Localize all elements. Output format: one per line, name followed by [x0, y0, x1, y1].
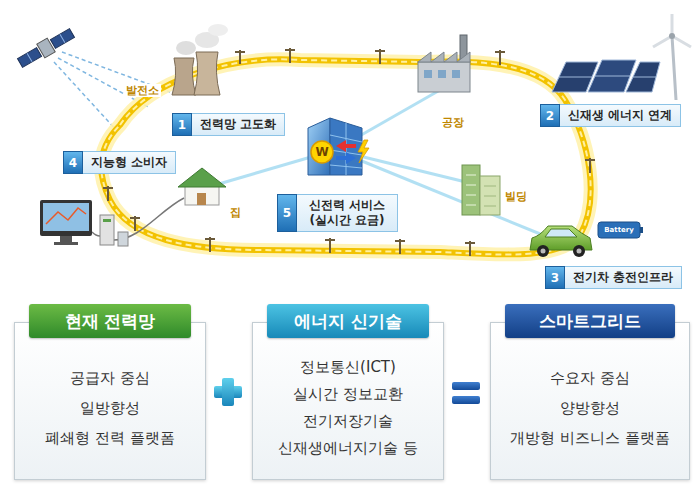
place-label: 발전소	[124, 84, 161, 97]
header-band: 스마트그리드	[505, 304, 675, 338]
comparison-panel: 현재 전력망공급자 중심일방향성폐쇄형 전력 플랫폼	[14, 322, 206, 480]
panel-heading: 에너지 신기술	[294, 310, 402, 333]
callout-label: 신재생 에너지 연계	[560, 104, 681, 127]
solar-panels	[552, 60, 660, 92]
callout-label: 전력망 고도화	[192, 113, 285, 136]
ring-posts	[103, 48, 595, 256]
satellite	[16, 26, 170, 132]
panel-item: 수요자 중심	[550, 363, 630, 393]
callout-label: 지능형 소비자	[83, 151, 176, 174]
panel-item: 개방형 비즈니스 플랫폼	[510, 423, 670, 453]
panel-item: 정보통신(ICT)	[300, 354, 396, 381]
comparison-panel: 스마트그리드수요자 중심양방향성개방형 비즈니스 플랫폼	[490, 322, 690, 480]
factory	[418, 35, 470, 92]
callout-number: 3	[545, 266, 565, 289]
callout-number: 2	[540, 104, 560, 127]
battery-label: Battery	[604, 226, 634, 234]
callout-box: 3전기차 충전인프라	[545, 266, 682, 289]
panel-item: 양방향성	[560, 393, 620, 423]
callout-box: 2신재생 에너지 연계	[540, 104, 681, 127]
callout-label: 신전력 서비스 (실시간 요금)	[297, 194, 398, 232]
wind-turbine	[653, 14, 691, 100]
equals-sign	[452, 382, 480, 404]
battery	[598, 222, 643, 238]
panel-item: 공급자 중심	[70, 363, 150, 393]
callout-box: 4지능형 소비자	[63, 151, 176, 174]
office-building	[462, 165, 500, 215]
panel-body: 정보통신(ICT)실시간 정보교환전기저장기술신재생에너지기술 등	[253, 341, 443, 475]
callout-box: 5신전력 서비스 (실시간 요금)	[277, 194, 398, 232]
panel-item: 일방향성	[80, 393, 140, 423]
panel-item: 폐쇄형 전력 플랫폼	[45, 423, 175, 453]
panel-item: 신재생에너지기술 등	[278, 435, 418, 462]
callout-number: 5	[277, 194, 297, 232]
header-band: 에너지 신기술	[267, 304, 429, 338]
panel-body: 공급자 중심일방향성폐쇄형 전력 플랫폼	[15, 341, 205, 475]
callout-label: 전기차 충전인프라	[565, 266, 682, 289]
panel-heading: 스마트그리드	[539, 310, 641, 333]
header-band: 현재 전력망	[29, 304, 191, 338]
icon-letter: W	[315, 146, 328, 159]
plus-sign	[214, 378, 242, 406]
electric-car	[530, 226, 592, 257]
place-label: 빌딩	[503, 190, 529, 203]
panel-item: 실시간 정보교환	[293, 381, 403, 408]
place-label: 집	[228, 206, 243, 219]
callout-number: 1	[172, 113, 192, 136]
callout-number: 4	[63, 151, 83, 174]
comparison-panel: 에너지 신기술정보통신(ICT)실시간 정보교환전기저장기술신재생에너지기술 등	[252, 322, 444, 480]
home-terminal	[40, 198, 184, 246]
house	[178, 168, 226, 205]
panel-body: 수요자 중심양방향성개방형 비즈니스 플랫폼	[491, 341, 689, 475]
place-label: 공장	[440, 116, 466, 129]
panel-heading: 현재 전력망	[65, 310, 156, 333]
central-operations-building	[308, 118, 369, 175]
power-plant	[172, 24, 228, 95]
panel-item: 전기저장기술	[303, 408, 393, 435]
callout-box: 1전력망 고도화	[172, 113, 285, 136]
